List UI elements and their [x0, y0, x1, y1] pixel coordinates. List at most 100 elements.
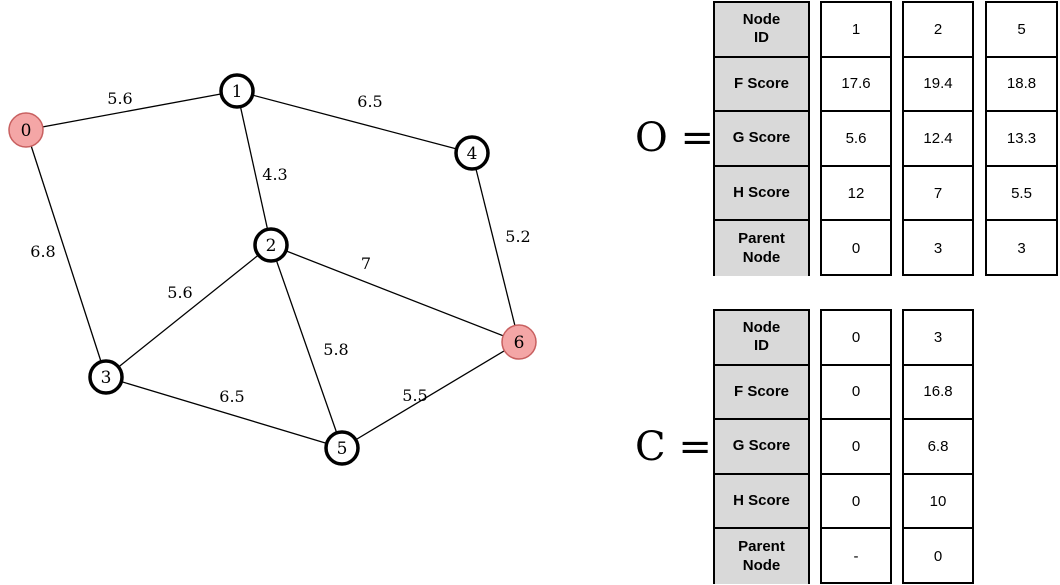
open-set-column-2-cell-1: 19.4 — [923, 75, 953, 93]
open-set-header-column-cell-3: H Score — [733, 183, 790, 201]
closed-set-cell: 0 — [822, 311, 890, 366]
closed-set-cell: 16.8 — [904, 366, 972, 421]
edge-1-4 — [236, 90, 473, 154]
open-set-cell: 0 — [822, 221, 890, 276]
edge-0-3 — [25, 129, 107, 378]
node-3: 3 — [88, 359, 124, 395]
node-label-4: 4 — [467, 144, 478, 164]
open-set-column-1: 1 17.6 5.6 12 0 — [820, 1, 892, 276]
open-set-column-3: 5 18.8 13.3 5.5 3 — [985, 1, 1058, 276]
edge-weight-5-6: 5.5 — [402, 386, 427, 405]
closed-set-cell: 0 — [822, 420, 890, 475]
open-set-column-1-cell-0: 1 — [851, 20, 861, 38]
open-set-cell: 3 — [987, 221, 1056, 276]
open-set-column-1-cell-4: 0 — [851, 240, 861, 258]
node-label-0: 0 — [21, 121, 32, 141]
open-set-column-2-cell-0: 2 — [933, 20, 943, 38]
node-5: 5 — [324, 430, 360, 466]
open-set-column-3-cell-3: 5.5 — [1011, 184, 1032, 202]
closed-set-cell: 0 — [904, 529, 972, 584]
closed-set-symbol: C = — [635, 424, 712, 470]
edge-2-5 — [270, 244, 343, 449]
edge-2-6 — [270, 244, 520, 343]
closed-set-cell: 3 — [904, 311, 972, 366]
open-set-symbol: O = — [635, 115, 715, 161]
node-label-2: 2 — [266, 236, 277, 256]
closed-set-column-2-cell-2: 6.8 — [927, 437, 949, 455]
open-set-cell: 13.3 — [987, 112, 1056, 167]
closed-set-column-1-cell-0: 0 — [851, 328, 861, 346]
open-set-row-header: H Score — [715, 166, 808, 222]
open-set-cell: 3 — [904, 221, 972, 276]
closed-set-header-column-cell-3: H Score — [733, 491, 790, 509]
node-6: 6 — [501, 324, 537, 360]
open-set-column-3-cell-0: 5 — [1017, 20, 1026, 38]
open-set-row-header: F Score — [715, 57, 808, 113]
node-circle-6 — [501, 324, 537, 360]
closed-set-column-2-cell-4: 0 — [933, 548, 943, 566]
open-set-cell: 7 — [904, 167, 972, 222]
closed-set-column-1: 0 0 0 0 - — [820, 309, 892, 584]
node-circle-2 — [253, 227, 289, 263]
edge-weight-1-2: 4.3 — [262, 165, 287, 184]
open-set-column-1-cell-3: 12 — [847, 184, 865, 202]
open-set-column-3-cell-2: 13.3 — [1006, 129, 1037, 147]
closed-set-cell: 0 — [822, 475, 890, 530]
edge-weight-1-4: 6.5 — [357, 92, 382, 111]
open-set-row-header: G Score — [715, 112, 808, 167]
edge-weight-2-5: 5.8 — [323, 340, 348, 359]
node-1: 1 — [219, 73, 255, 109]
open-set-column-3-cell-4: 3 — [1017, 240, 1026, 258]
edge-weight-3-5: 6.5 — [219, 387, 244, 406]
edge-1-2 — [236, 90, 272, 246]
open-set-cell: 2 — [904, 3, 972, 58]
open-set-column-1-cell-1: 17.6 — [841, 75, 871, 93]
edge-weight-2-6: 7 — [361, 254, 371, 273]
open-set-column-2-cell-4: 3 — [933, 240, 943, 258]
open-set-cell: 5.6 — [822, 112, 890, 167]
open-set-cell: 5 — [987, 3, 1056, 58]
edge-0-1 — [25, 90, 238, 131]
open-set-header-column-cell-2: G Score — [732, 129, 791, 147]
node-4: 4 — [454, 135, 490, 171]
closed-set-header-column-cell-2: G Score — [732, 437, 791, 455]
closed-set-row-header: H Score — [715, 474, 808, 530]
open-set-column-2: 2 19.4 12.4 7 3 — [902, 1, 974, 276]
node-label-3: 3 — [101, 368, 112, 388]
edge-weight-4-6: 5.2 — [505, 227, 530, 246]
node-circle-0 — [8, 112, 44, 148]
open-set-cell: 12 — [822, 167, 890, 222]
node-circle-1 — [219, 73, 255, 109]
open-set-cell: 1 — [822, 3, 890, 58]
edge-weight-2-3: 5.6 — [167, 283, 192, 302]
node-circle-3 — [88, 359, 124, 395]
closed-set-column-2-cell-0: 3 — [933, 328, 943, 346]
closed-set-header-column-cell-1: F Score — [733, 382, 790, 400]
edge-2-3 — [105, 244, 272, 378]
edge-4-6 — [471, 152, 520, 343]
open-set-cell: 19.4 — [904, 58, 972, 113]
closed-set-column-1-cell-3: 0 — [851, 492, 861, 510]
open-set-column-2-cell-3: 7 — [933, 184, 943, 202]
node-label-6: 6 — [514, 333, 525, 353]
closed-set-cell: 6.8 — [904, 420, 972, 475]
open-set-cell: 5.5 — [987, 167, 1056, 222]
closed-set-cell: 0 — [822, 366, 890, 421]
closed-set-column-1-cell-1: 0 — [851, 383, 861, 401]
closed-set-column-1-cell-4: - — [853, 548, 859, 566]
open-set-header-column-cell-1: F Score — [733, 74, 790, 92]
open-set-column-3-cell-1: 18.8 — [1006, 75, 1037, 93]
open-set-column-2-cell-2: 12.4 — [923, 129, 953, 147]
node-label-1: 1 — [232, 82, 243, 102]
